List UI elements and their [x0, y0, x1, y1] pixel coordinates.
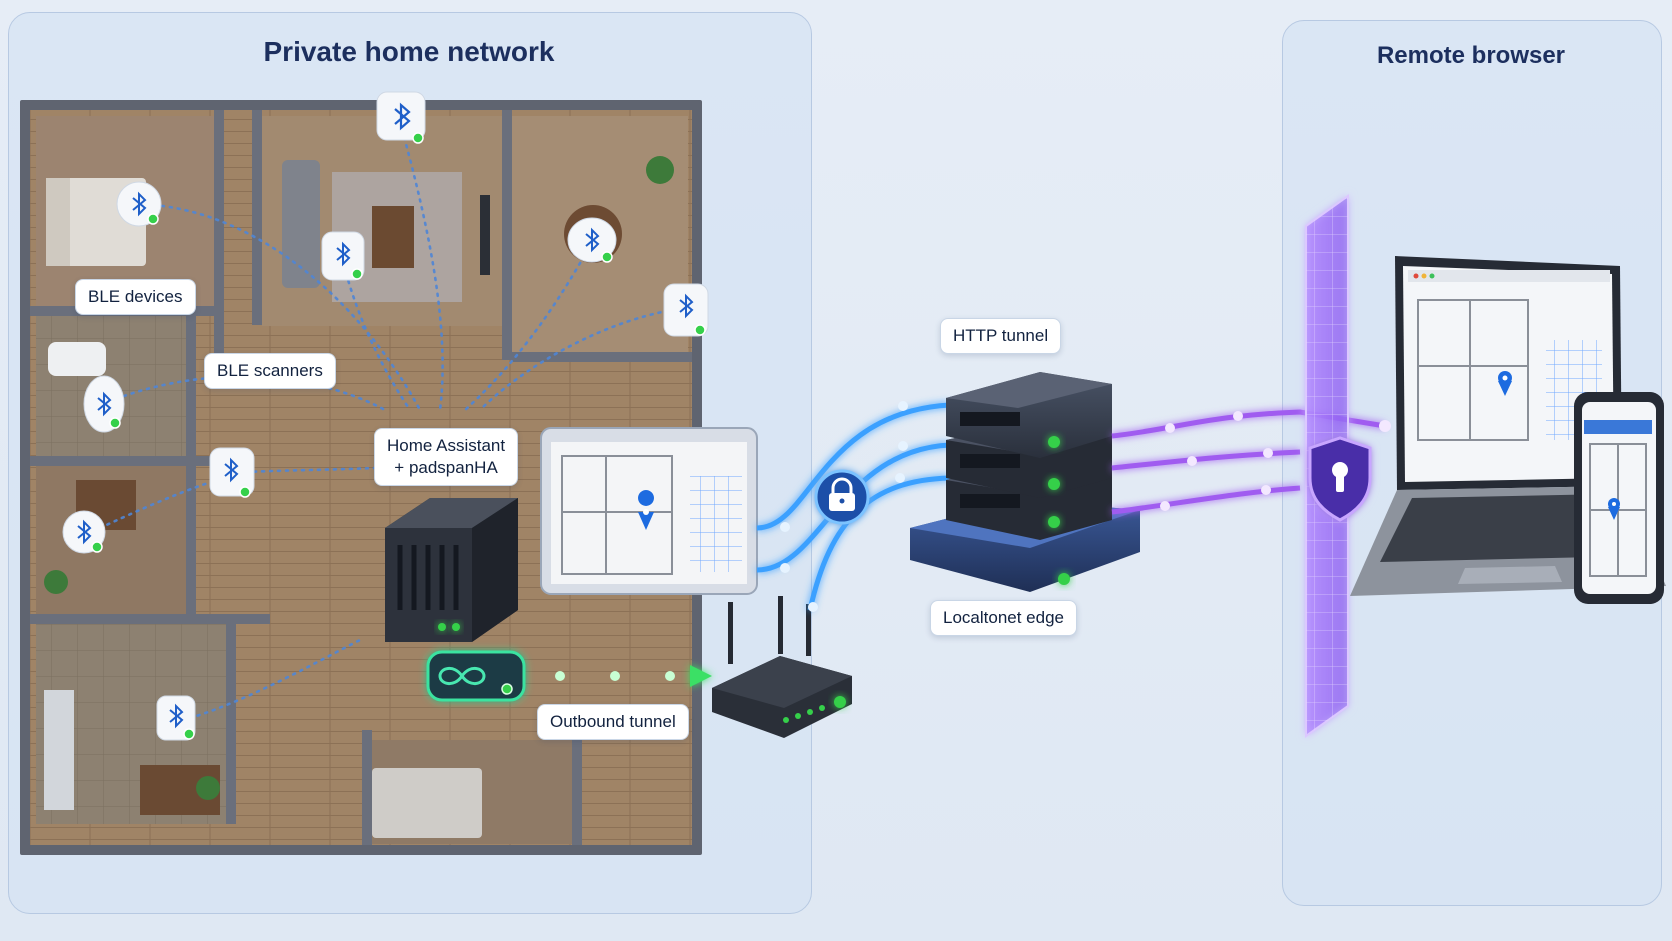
infinity-link-icon — [438, 667, 486, 685]
map-pin-icon — [1608, 498, 1620, 520]
map-pin-icon — [638, 490, 655, 530]
outbound-tunnel-connector[interactable] — [426, 650, 526, 702]
smartphone[interactable] — [1574, 392, 1664, 604]
floorplan-tablet[interactable] — [540, 427, 758, 595]
home-assistant-label-line2: + padspanHA — [394, 458, 498, 478]
bluetooth-icon — [585, 227, 600, 253]
bluetooth-icon — [336, 241, 351, 267]
outbound-tunnel-link — [525, 665, 712, 687]
ble-node-dining[interactable] — [567, 217, 617, 263]
bluetooth-icon — [394, 102, 411, 131]
ble-scanners-label: BLE scanners — [204, 353, 336, 390]
remote-tunnel-packets — [1160, 411, 1391, 511]
bluetooth-icon — [169, 703, 184, 729]
http-tunnel-packets — [780, 401, 908, 612]
home-assistant-label: Home Assistant + padspanHA — [374, 428, 519, 487]
bluetooth-icon — [679, 293, 694, 319]
router[interactable] — [712, 596, 852, 738]
padlock-icon — [814, 469, 870, 525]
shield-keyhole-icon — [1308, 436, 1372, 522]
ble-node-bathroom[interactable] — [83, 375, 125, 433]
ble-devices-label: BLE devices — [75, 279, 196, 316]
bluetooth-icon — [132, 191, 147, 217]
floor-plan — [20, 100, 702, 855]
home-network-title: Private home network — [263, 36, 555, 67]
http-tunnel-label: HTTP tunnel — [940, 318, 1062, 355]
localtonet-edge-label: Localtonet edge — [930, 600, 1077, 637]
ble-node-right-wall[interactable] — [663, 283, 709, 337]
remote-browser-title: Remote browser — [1376, 42, 1566, 69]
home-assistant-label-line1: Home Assistant — [387, 436, 506, 455]
outbound-tunnel-label: Outbound tunnel — [537, 704, 689, 741]
ble-node-office[interactable] — [62, 510, 106, 554]
remote-tunnel-links — [1111, 409, 1386, 515]
localtonet-edge-server[interactable] — [910, 372, 1140, 592]
ble-node-hall-top[interactable] — [376, 91, 426, 144]
ble-node-kitchen[interactable] — [156, 695, 196, 741]
ble-node-bedroom[interactable] — [116, 181, 162, 227]
ble-node-living[interactable] — [321, 231, 365, 281]
bluetooth-icon — [97, 391, 112, 417]
ble-node-hall-mid[interactable] — [209, 447, 255, 498]
bluetooth-icon — [224, 457, 239, 483]
home-assistant-device[interactable] — [385, 498, 518, 642]
bluetooth-icon — [77, 519, 92, 545]
map-pin-icon — [1498, 371, 1512, 396]
